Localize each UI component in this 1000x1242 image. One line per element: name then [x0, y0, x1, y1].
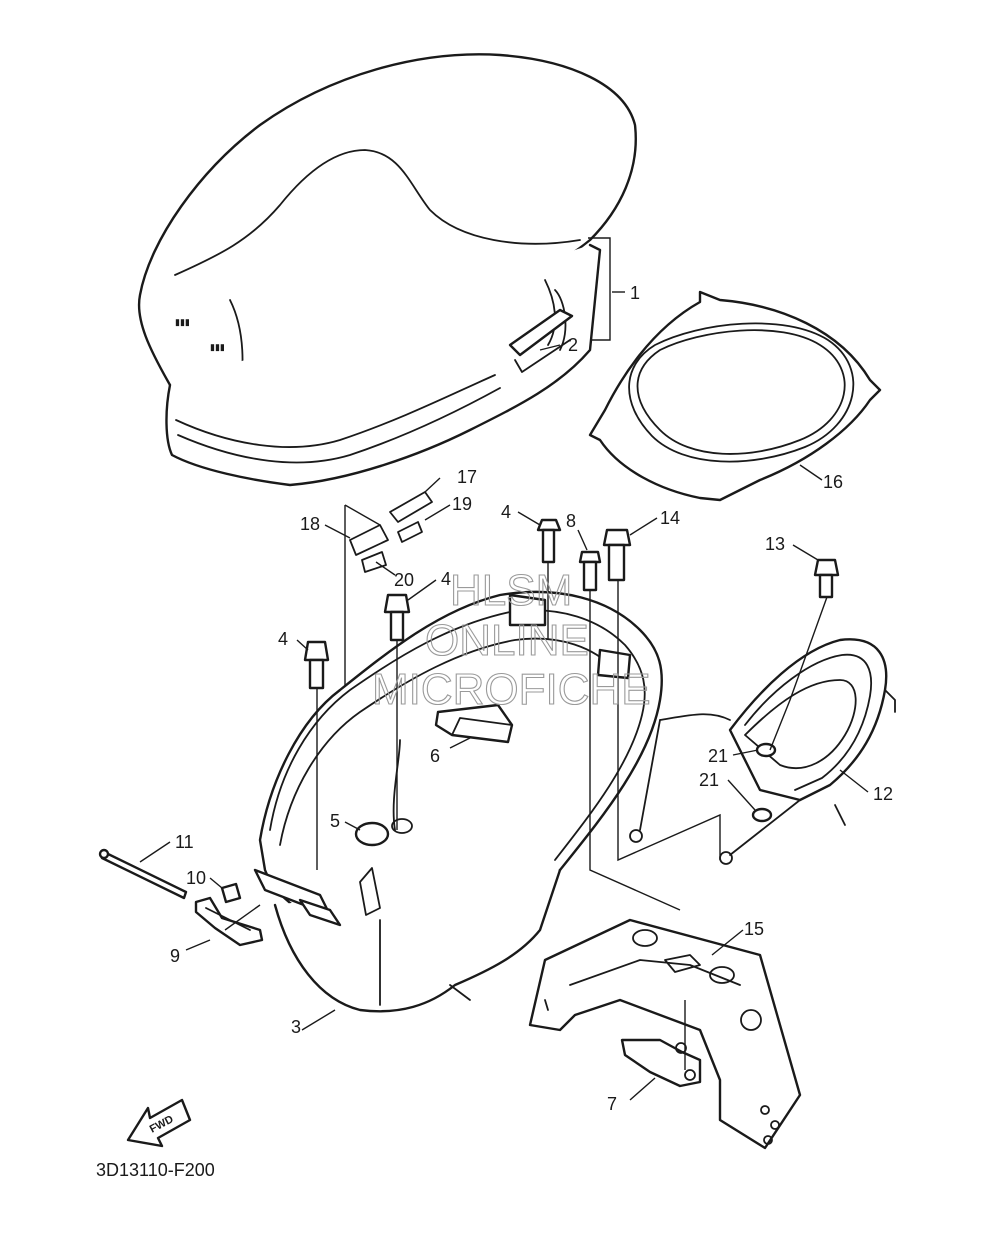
callout-7: 7 — [607, 1094, 617, 1114]
callout-6: 6 — [430, 746, 440, 766]
watermark-line1: HLSM — [450, 566, 572, 615]
callout-13: 13 — [765, 534, 785, 554]
callout-2: 2 — [568, 335, 578, 355]
bracket-part — [194, 896, 264, 947]
bolt-part — [578, 550, 602, 592]
callout-8: 8 — [566, 511, 576, 531]
callout-16: 16 — [823, 472, 843, 492]
callout-17: 17 — [457, 467, 477, 487]
callout-21b: 21 — [699, 770, 719, 790]
seat-emblem-mark: ▮▮▮ — [210, 342, 225, 352]
assembly-line — [224, 904, 261, 931]
callout-leaders — [139, 291, 869, 1101]
bolt-part — [602, 528, 632, 582]
seat-emblem-mark: ▮▮▮ — [175, 317, 190, 327]
cap-part — [354, 821, 390, 847]
bolt-part — [383, 593, 411, 642]
storage-box-part — [253, 590, 663, 1013]
callout-9: 9 — [170, 946, 180, 966]
seat-part: ▮▮▮ ▮▮▮ — [137, 53, 637, 487]
hinge-pin-part — [98, 848, 188, 900]
callout-3: 3 — [291, 1017, 301, 1037]
assembly-line — [769, 596, 828, 751]
frame-bracket-part — [528, 918, 802, 1150]
callout-20: 20 — [394, 570, 414, 590]
callout-4a: 4 — [501, 502, 511, 522]
callout-11: 11 — [175, 832, 194, 852]
bolt-part — [303, 640, 330, 690]
diagram-code: 3D13110-F200 — [96, 1160, 215, 1180]
bracket-1-2 — [588, 237, 611, 341]
callout-14: 14 — [660, 508, 680, 528]
bolt-part — [813, 558, 840, 599]
seat-seal-part — [508, 308, 574, 373]
bolt-part — [536, 518, 562, 564]
watermark-line2: ONLINE — [425, 616, 589, 665]
assembly-line — [589, 590, 681, 911]
collar-part — [220, 882, 242, 904]
forward-arrow-icon: FWD — [126, 1098, 192, 1148]
gasket-part — [588, 290, 882, 502]
rubber-pad-part — [434, 703, 514, 744]
callout-5: 5 — [330, 811, 340, 831]
callout-12: 12 — [873, 784, 893, 804]
watermark: HLSM ONLINE MICROFICHE — [371, 565, 651, 714]
watermark-line3: MICROFICHE — [372, 665, 651, 714]
callout-18: 18 — [300, 514, 320, 534]
callout-10: 10 — [186, 868, 206, 888]
assembly-line — [617, 580, 721, 862]
callout-1: 1 — [630, 283, 640, 303]
callout-21a: 21 — [708, 746, 728, 766]
callout-4b: 4 — [441, 569, 451, 589]
callout-19: 19 — [452, 494, 472, 514]
seat-lock-part — [620, 1038, 702, 1088]
callout-4c: 4 — [278, 629, 288, 649]
callout-15: 15 — [744, 919, 764, 939]
